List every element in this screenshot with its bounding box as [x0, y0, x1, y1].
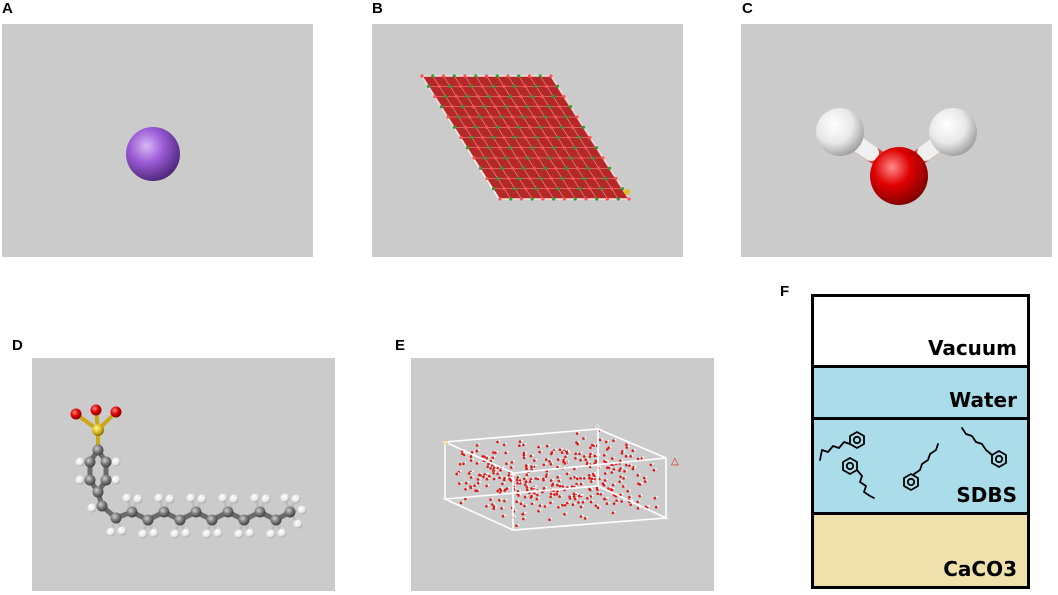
sdbs-atoms — [70, 404, 307, 539]
panel-label-a: A — [2, 0, 13, 17]
layer-sdbs: SDBS — [814, 420, 1027, 515]
axis-marker — [624, 189, 630, 195]
panel-label-e: E — [395, 337, 406, 354]
panel-label-d: D — [12, 337, 23, 354]
panel-d-sdbs-molecule — [32, 358, 335, 591]
hydrogen-atom-1 — [816, 108, 864, 156]
layer-caco3: CaCO3 — [814, 515, 1027, 586]
panel-label-f: F — [780, 283, 790, 300]
axis-glyph-yellow: ▵ — [444, 436, 449, 446]
panel-b-calcite-lattice — [372, 24, 683, 257]
layer-water: Water — [814, 368, 1027, 420]
lattice-grid — [420, 74, 631, 201]
oxygen-atom — [870, 147, 928, 205]
surfactant-4 — [961, 427, 1007, 468]
hydrogen-atom-2 — [929, 108, 977, 156]
panel-e-water-box: ▵ ○ △ — [411, 358, 714, 591]
surfactant-1 — [819, 431, 865, 461]
sodium-atom — [126, 127, 180, 181]
panel-label-c: C — [742, 0, 753, 17]
water-molecules — [455, 428, 660, 527]
water-molecule-render — [816, 108, 977, 205]
sodium-ion-render — [126, 127, 180, 181]
surfactant-2 — [842, 457, 875, 499]
panel-f-layer-schematic: Vacuum Water — [811, 294, 1030, 589]
layer-caco3-label: CaCO3 — [943, 557, 1017, 581]
layer-vacuum-label: Vacuum — [927, 336, 1017, 360]
layer-water-label: Water — [949, 388, 1017, 412]
axis-glyph-white: ○ — [595, 421, 600, 431]
panel-c-water-molecule — [741, 24, 1052, 257]
calcite-lattice-render — [420, 74, 631, 201]
surfactant-3 — [903, 443, 939, 491]
axis-glyph-red: △ — [671, 456, 679, 467]
layer-sdbs-label: SDBS — [956, 483, 1017, 507]
layer-vacuum: Vacuum — [814, 297, 1027, 368]
sdbs-bonds — [74, 409, 303, 535]
simulation-box — [441, 428, 670, 531]
sdbs-molecule-render — [70, 404, 307, 539]
surfactant-sketches — [819, 427, 1007, 499]
water-box-render: ▵ ○ △ — [441, 421, 679, 531]
panel-a-sodium-ion — [2, 24, 313, 257]
panel-label-b: B — [372, 0, 383, 17]
